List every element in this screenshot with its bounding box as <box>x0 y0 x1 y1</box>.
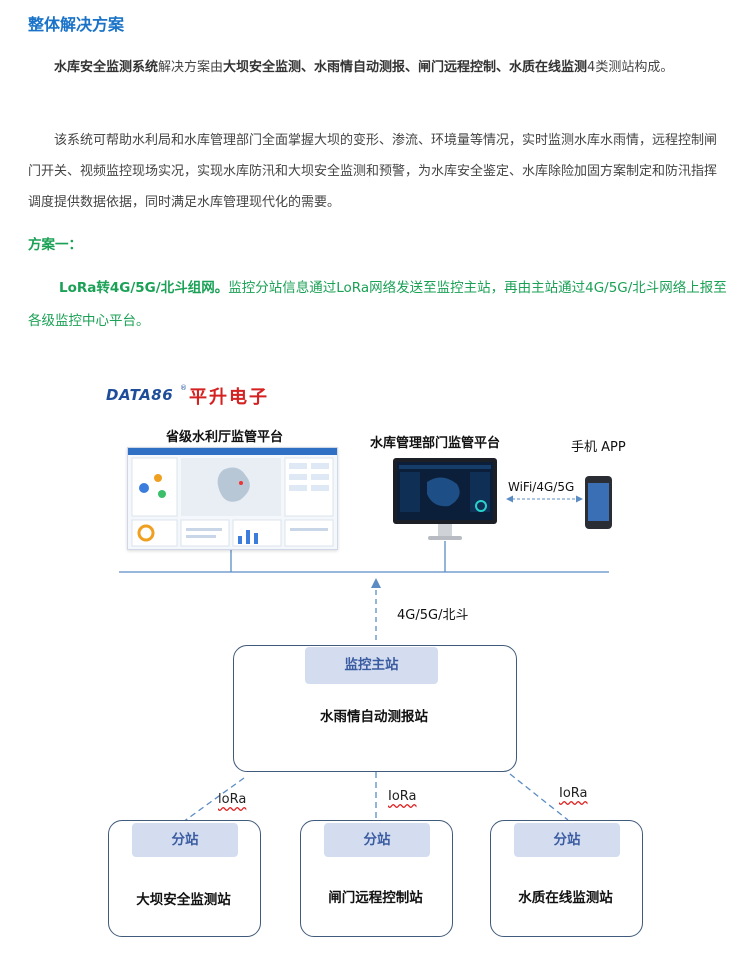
monitor-icon <box>393 458 497 524</box>
system-description-paragraph: 该系统可帮助水利局和水库管理部门全面掌握大坝的变形、渗流、环境量等情况，实时监测… <box>28 125 728 218</box>
main-station-name: 水雨情自动测报站 <box>320 709 428 725</box>
monitor-neck <box>438 524 452 536</box>
lora-label-3: IoRa <box>559 786 588 801</box>
wifi-label: WiFi/4G/5G <box>508 480 575 494</box>
section-heading: 整体解决方案 <box>28 15 125 34</box>
wifi-arrow-left <box>506 495 513 503</box>
reservoir-platform-label: 水库管理部门监管平台 <box>370 436 501 451</box>
province-platform-label: 省级水利厅监管平台 <box>166 430 284 445</box>
company-logo-cn: 平升电子 <box>189 387 269 408</box>
registered-mark: ® <box>180 384 187 392</box>
sub-station-tag-2: 分站 <box>324 823 430 857</box>
scheme-paragraph: LoRa转4G/5G/北斗组网。监控分站信息通过LoRa网络发送至监控主站，再由… <box>28 272 728 338</box>
province-platform-screenshot <box>127 447 338 550</box>
scheme-text: 监控分站信息通过LoRa网络发送至监控主站，再由主站通过4G/5G/北斗网络上报… <box>28 280 727 329</box>
sub-station-name-2: 闸门远程控制站 <box>328 890 423 906</box>
monitor-screen <box>397 462 493 520</box>
phone-icon <box>585 476 612 529</box>
lora-label-1: loRa <box>218 792 247 807</box>
intro-text-2: 4类测站构成。 <box>587 60 674 75</box>
phone-screen <box>588 483 609 521</box>
monitor-base <box>428 536 462 540</box>
company-logo-text: DATA86 <box>106 386 174 404</box>
intro-text-1: 解决方案由 <box>158 60 224 75</box>
mobile-app-label: 手机 APP <box>571 440 626 455</box>
lora-link-3 <box>509 773 569 821</box>
sub-station-tag-1: 分站 <box>132 823 238 857</box>
system-description-text: 该系统可帮助水利局和水库管理部门全面掌握大坝的变形、渗流、环境量等情况，实时监测… <box>28 133 718 210</box>
scheme-title: 方案一： <box>28 237 82 253</box>
sub-station-name-3: 水质在线监测站 <box>518 890 613 906</box>
intro-paragraph: 水库安全监测系统解决方案由大坝安全监测、水雨情自动测报、闸门远程控制、水质在线监… <box>28 52 728 83</box>
monitor-dashboard-graphic <box>399 465 491 512</box>
system-name: 水库安全监测系统 <box>54 60 159 75</box>
lora-label-2: IoRa <box>388 789 417 804</box>
uplink-label: 4G/5G/北斗 <box>397 608 469 623</box>
lora-link-1 <box>182 777 245 823</box>
scheme-bold: LoRa转4G/5G/北斗组网。 <box>59 280 229 296</box>
sub-station-tag-3: 分站 <box>514 823 620 857</box>
uplink-arrow-head <box>371 578 381 588</box>
sub-station-name-1: 大坝安全监测站 <box>136 892 231 908</box>
wifi-arrow-right <box>576 495 583 503</box>
station-types: 大坝安全监测、水雨情自动测报、闸门远程控制、水质在线监测 <box>223 60 588 75</box>
dashboard-thumbnail-graphic <box>128 448 337 547</box>
main-station-tag: 监控主站 <box>305 647 438 684</box>
